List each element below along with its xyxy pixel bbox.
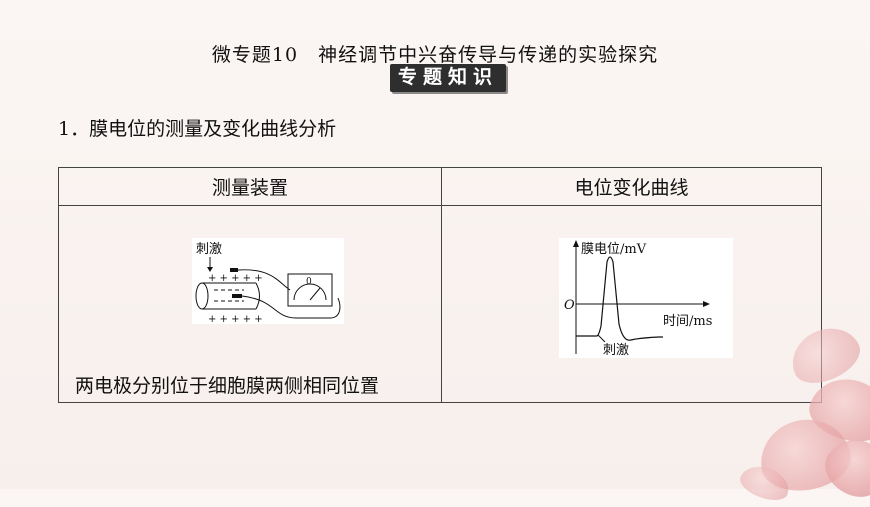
x-axis-label: 时间/ms [663, 314, 712, 329]
meter-needle [309, 287, 321, 301]
table-header-device: 测量装置 [58, 167, 442, 206]
measurement-device-figure: 刺激 + + + + + [192, 238, 344, 325]
comparison-table: 测量装置 电位变化曲线 刺激 + + + + + [58, 167, 822, 403]
origin-label: O [564, 298, 575, 313]
y-axis-arrow [573, 240, 579, 247]
curve-stimulus-label: 刺激 [603, 343, 629, 358]
device-stimulus-label: 刺激 [196, 242, 222, 257]
x-axis-arrow [703, 301, 710, 307]
axon-right-end [255, 282, 260, 310]
table-header-curve: 电位变化曲线 [441, 167, 822, 206]
device-caption: 两电极分别位于细胞膜两侧相同位置 [75, 375, 380, 397]
meter-dial [293, 283, 327, 301]
axon-left-end [195, 282, 209, 310]
topic-badge: 专题知识 [390, 64, 506, 92]
section-heading: 1．膜电位的测量及变化曲线分析 [58, 118, 337, 140]
stimulus-arrow-head [207, 267, 213, 272]
electrode-outer [230, 268, 238, 272]
meter-box [287, 273, 333, 307]
electrode-inner [232, 294, 242, 298]
curve-stimulus-pointer [597, 334, 606, 343]
page-title: 微专题10 神经调节中兴奋传导与传递的实验探究 [211, 44, 659, 66]
plus-bottom: + + + + + [208, 314, 263, 324]
potential-curve-figure: 膜电位/mV O 时间/ms 刺激 [559, 238, 733, 358]
y-axis-label: 膜电位/mV [581, 242, 647, 257]
wire-lower [241, 295, 341, 319]
wire-upper [237, 269, 291, 291]
action-potential-curve [576, 256, 663, 341]
curve-cell: 膜电位/mV O 时间/ms 刺激 [441, 205, 822, 403]
device-cell: 刺激 + + + + + [58, 205, 442, 403]
meter-zero: 0 [306, 277, 312, 287]
plus-top: + + + + + [208, 273, 263, 284]
